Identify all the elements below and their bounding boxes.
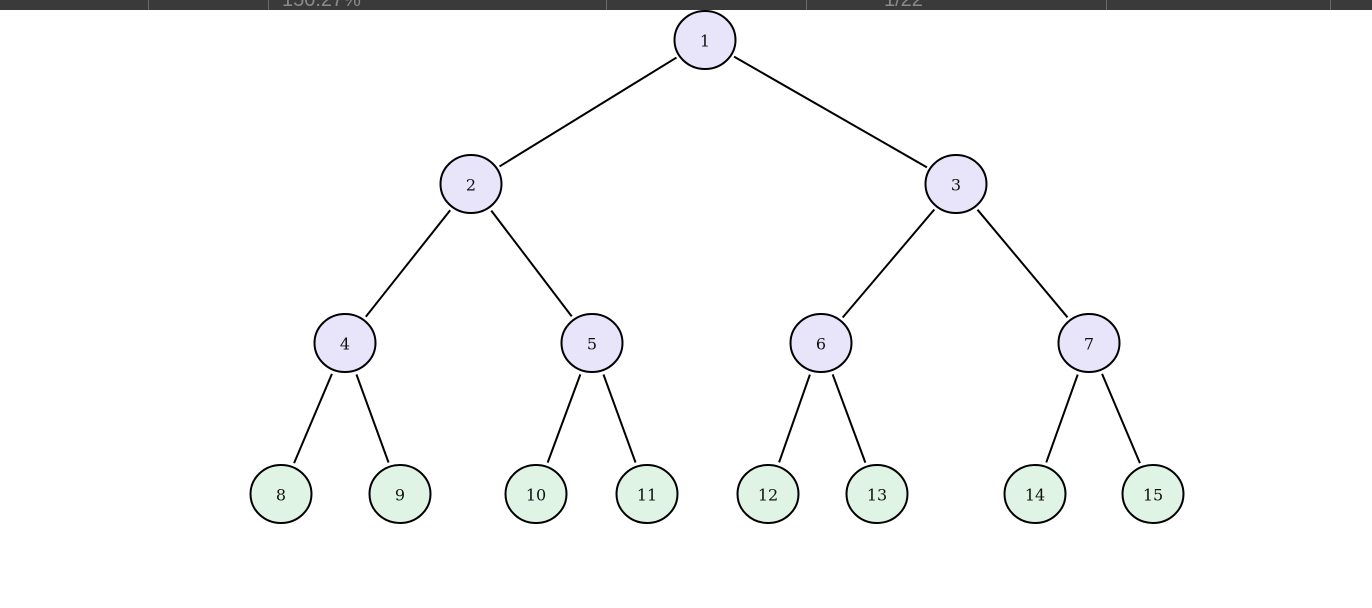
node-label: 11 [637, 486, 657, 505]
tree-edge-5-10 [546, 374, 582, 463]
internal-node-circle [313, 313, 377, 373]
tree-node-14: 14 [1003, 464, 1067, 524]
leaf-node-circle [615, 464, 679, 524]
tree-node-9: 9 [368, 464, 432, 524]
tree-node-2: 2 [439, 154, 503, 214]
tree-node-1: 1 [673, 10, 737, 70]
tree-edge-7-15 [1101, 373, 1141, 464]
leaf-node-circle [736, 464, 800, 524]
tree-node-8: 8 [249, 464, 313, 524]
node-label: 8 [276, 486, 286, 505]
leaf-node-circle [368, 464, 432, 524]
leaf-node-circle [1003, 464, 1067, 524]
tree-node-4: 4 [313, 313, 377, 373]
viewer-toolbar: 150.27% 1/22 [0, 0, 1372, 10]
toolbar-separator [806, 0, 807, 10]
tree-edge-3-6 [841, 208, 936, 319]
internal-node-circle [1057, 313, 1121, 373]
node-label: 9 [395, 486, 405, 505]
toolbar-separator [268, 0, 269, 10]
node-label: 10 [526, 486, 546, 505]
zoom-level-field[interactable]: 150.27% [282, 0, 361, 10]
toolbar-separator [148, 0, 149, 10]
node-label: 13 [867, 486, 887, 505]
tree-node-5: 5 [560, 313, 624, 373]
tree-edge-2-5 [490, 210, 573, 317]
internal-node-circle [560, 313, 624, 373]
tree-node-11: 11 [615, 464, 679, 524]
toolbar-separator [606, 0, 607, 10]
tree-node-6: 6 [789, 313, 853, 373]
page-indicator[interactable]: 1/22 [884, 0, 923, 10]
toolbar-separator [1330, 0, 1331, 10]
internal-node-circle [924, 154, 988, 214]
node-label: 7 [1084, 335, 1094, 354]
tree-edge-3-7 [976, 209, 1069, 318]
tree-edge-6-13 [831, 374, 867, 463]
tree-node-3: 3 [924, 154, 988, 214]
node-label: 5 [587, 335, 597, 354]
tree-edge-2-4 [365, 209, 451, 318]
leaf-node-circle [1121, 464, 1185, 524]
node-label: 15 [1143, 486, 1163, 505]
node-label: 14 [1025, 486, 1045, 505]
leaf-node-circle [504, 464, 568, 524]
node-label: 4 [340, 335, 350, 354]
tree-edge-5-11 [602, 374, 637, 463]
tree-edge-4-9 [355, 374, 390, 463]
leaf-node-circle [845, 464, 909, 524]
node-label: 1 [700, 32, 710, 51]
toolbar-separator [1106, 0, 1107, 10]
tree-node-15: 15 [1121, 464, 1185, 524]
node-label: 2 [466, 176, 476, 195]
tree-edge-1-2 [499, 56, 677, 168]
internal-node-circle [789, 313, 853, 373]
tree-edge-4-8 [293, 373, 333, 464]
tree-node-10: 10 [504, 464, 568, 524]
leaf-node-circle [249, 464, 313, 524]
node-label: 3 [951, 176, 961, 195]
tree-node-12: 12 [736, 464, 800, 524]
tree-node-13: 13 [845, 464, 909, 524]
internal-node-circle [673, 10, 737, 70]
tree-edge-1-3 [733, 55, 928, 169]
tree-edge-7-14 [1045, 374, 1079, 463]
internal-node-circle [439, 154, 503, 214]
tree-node-7: 7 [1057, 313, 1121, 373]
tree-edges [293, 55, 1141, 464]
tree-edge-6-12 [778, 374, 811, 463]
node-label: 12 [758, 486, 778, 505]
node-label: 6 [816, 335, 826, 354]
